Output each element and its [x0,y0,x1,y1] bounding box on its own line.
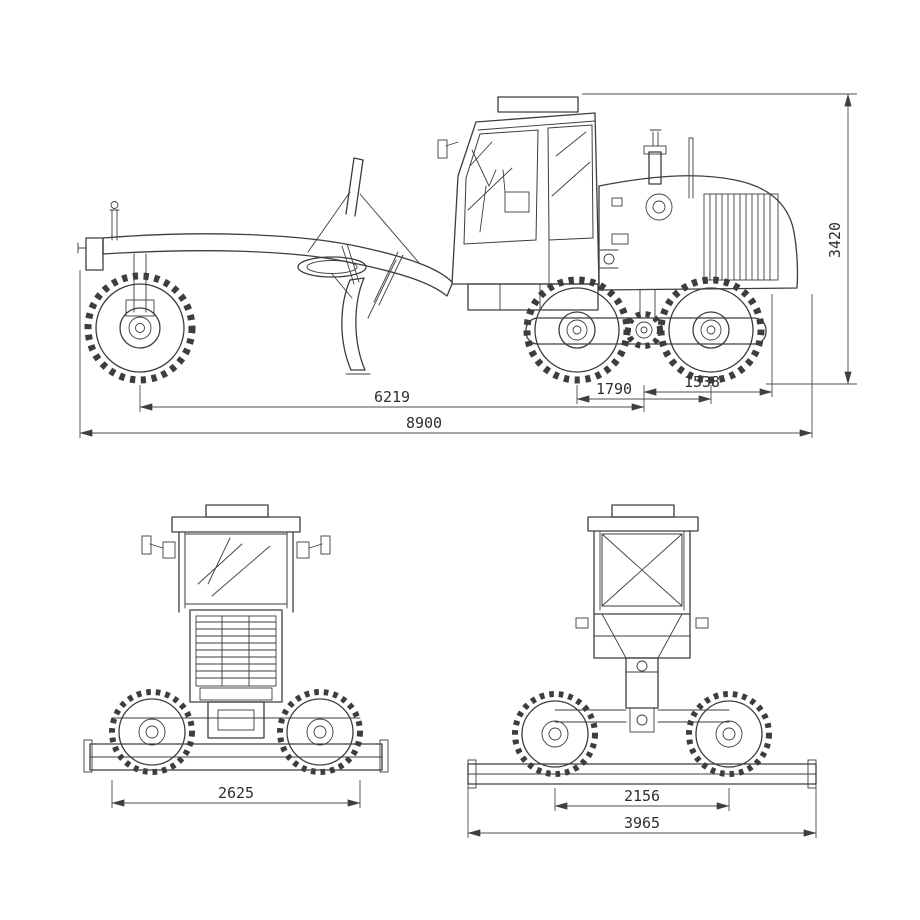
mirror [437,139,448,159]
front-wheel [84,272,196,384]
exhaust-stack [648,151,662,185]
wiper [207,537,231,585]
roof-hatch [611,504,675,518]
blade-assembly [297,243,404,375]
main-frame [77,201,453,317]
rear-axles [554,709,730,723]
precleaner [645,193,673,221]
rear-view: 2156 3965 [467,504,817,838]
front-wheel-left [109,689,195,775]
lift-mast [307,157,421,265]
side-view: 6219 1790 1538 8900 3420 [77,93,857,438]
cab [437,96,600,311]
windshield [463,129,539,245]
dim-label-wheelbase: 6219 [374,388,410,406]
front-windshield [184,533,288,605]
mirror-left [141,535,152,555]
dim-label-overall-length: 8900 [406,414,442,432]
tow-hitch [629,707,655,733]
roof-hatch [205,504,269,518]
marker-light-right [296,541,310,559]
door-window [547,124,594,241]
side-dimensions: 6219 1790 1538 8900 3420 [79,93,857,438]
dim-label-blade-width: 3965 [624,814,660,832]
tail-light-right [695,617,709,629]
front-cab [141,504,331,613]
tail-light-left [575,617,589,629]
articulation-column [625,657,659,709]
marker-light-left [162,541,176,559]
rear-dimensions: 2156 3965 [467,787,817,838]
dim-label-front-track: 2625 [218,784,254,802]
mirror-right [320,535,331,555]
hand-rail [688,137,694,199]
dim-label-tandem-spacing: 1790 [596,380,632,398]
front-blade [83,739,389,773]
wiper [471,149,490,187]
tandem-pivot [625,311,663,349]
rear-cab [587,504,699,615]
engine-hood [598,129,799,291]
rear-wheel-front [523,276,631,384]
roof-box [497,96,579,113]
dim-label-overall-height: 3420 [826,222,844,258]
rear-window [601,533,683,607]
front-dimensions: 2625 [111,780,361,808]
front-bumper [199,687,273,701]
roof [171,516,301,533]
front-view: 2625 [83,504,389,808]
rear-wheel-left [512,691,598,777]
dim-label-rear-section: 1538 [684,373,720,391]
rear-wheel-right [686,691,772,777]
under-cab-tank [467,283,599,311]
rear-blade [467,759,817,789]
seat [504,191,530,213]
front-grille [195,615,277,687]
front-body [111,609,361,739]
dim-label-rear-track: 2156 [624,787,660,805]
radiator-grille [703,193,779,281]
rear-body [554,613,730,733]
tandem-beam [525,289,767,349]
front-wheel-right [277,689,363,775]
roof [587,516,699,532]
rear-wheel-back [657,276,765,384]
